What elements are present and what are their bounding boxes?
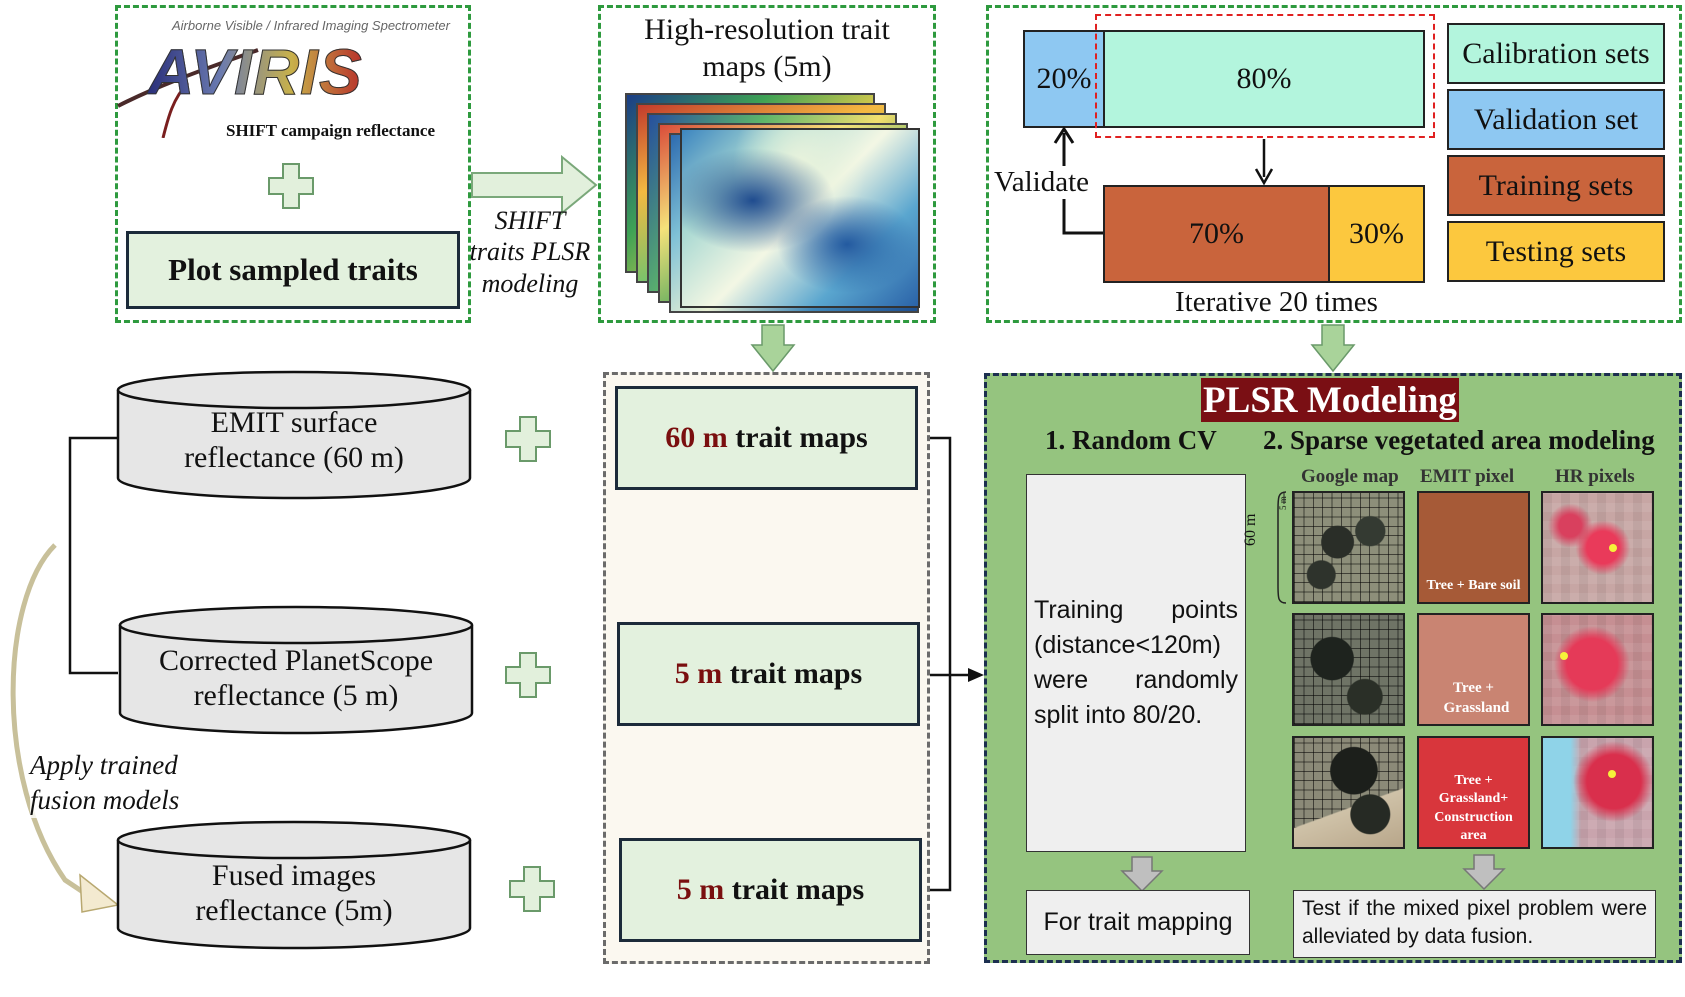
- down-arrow-icon: [750, 324, 796, 373]
- trait-res: 5 m: [676, 873, 725, 906]
- sparse-heading: 2. Sparse vegetated area modeling: [1263, 425, 1655, 455]
- hr-pixel-tile: [1541, 491, 1654, 604]
- plus-icon: [509, 866, 555, 912]
- apply-line2: fusion models: [30, 785, 180, 816]
- emit-pixel-tile: Tree + Bare soil: [1417, 491, 1530, 604]
- emit-line2: reflectance (60 m): [184, 441, 404, 475]
- plsr-arrow-label: SHIFT traits PLSR modeling: [462, 202, 598, 302]
- hr-title-line1: High-resolution trait: [644, 13, 890, 46]
- google-map-tile: [1292, 736, 1405, 849]
- cv-text-box: Training points (distance<120m) were ran…: [1026, 474, 1246, 852]
- down-arrow-icon: [1310, 324, 1356, 373]
- emit-pixel-tile: Tree + Grassland+ Construction area: [1417, 736, 1530, 849]
- test-mixed-pixel-box: Test if the mixed pixel problem were all…: [1293, 890, 1656, 958]
- down-arrow-icon: [1120, 856, 1164, 893]
- data-split-panel: [986, 5, 1682, 323]
- sample-point-icon: [1608, 770, 1616, 778]
- map-top-layer: [680, 128, 920, 308]
- planet-line1: Corrected PlanetScope: [158, 644, 434, 677]
- apply-fusion-label: Apply trained fusion models: [30, 748, 180, 819]
- emit-line1: EMIT surface: [210, 406, 378, 439]
- arrow-label-line1: SHIFT: [494, 206, 566, 236]
- scale-bracket: [1277, 491, 1287, 604]
- sample-point-icon: [1560, 652, 1568, 660]
- map-stack: [620, 90, 920, 313]
- plus-icon: [505, 416, 551, 462]
- validate-label: Validate: [994, 166, 1090, 199]
- calibration-80-box: 80%: [1103, 30, 1425, 128]
- right-arrow-icon: [471, 155, 598, 215]
- aviris-logo-swoosh: [117, 48, 259, 138]
- trait-maps-5m-fused: 5 m trait maps: [619, 838, 922, 942]
- scale-60m: 60 m: [1242, 513, 1259, 546]
- emit-pixel-label: Tree + Grassland: [1443, 680, 1510, 716]
- legend-validation: Validation set: [1447, 89, 1665, 150]
- emit-pixel-label: Tree + Bare soil: [1426, 578, 1521, 593]
- col-header-hr: HR pixels: [1555, 466, 1635, 487]
- fused-label: Fused images reflectance (5m): [118, 858, 470, 929]
- sample-point-icon: [1609, 544, 1617, 552]
- cv-text: Training points (distance<120m) were ran…: [1034, 596, 1238, 729]
- plus-icon: [268, 163, 314, 209]
- arrow-label-line3: modeling: [481, 268, 579, 298]
- arrow-label-line2: traits PLSR: [469, 237, 591, 267]
- testing-30-box: 30%: [1328, 185, 1425, 283]
- trait-maps-5m-planet: 5 m trait maps: [617, 622, 920, 726]
- legend-calibration: Calibration sets: [1447, 23, 1665, 84]
- plus-icon: [505, 652, 551, 698]
- plot-sampled-traits-box: Plot sampled traits: [126, 231, 460, 309]
- trait-maps-60m: 60 m trait maps: [615, 386, 918, 490]
- fused-cylinder: [116, 820, 472, 950]
- hr-pixel-tile: [1541, 736, 1654, 849]
- trait-res: 60 m: [665, 421, 728, 454]
- plsr-title: PLSR Modeling: [1201, 378, 1459, 422]
- legend-training: Training sets: [1447, 155, 1665, 216]
- down-arrow-icon: [1462, 854, 1506, 891]
- apply-line1: Apply trained: [30, 750, 178, 780]
- planetscope-label: Corrected PlanetScope reflectance (5 m): [120, 643, 472, 714]
- aviris-logo: AVIRIS: [148, 36, 363, 109]
- hr-pixel-tile: [1541, 613, 1654, 726]
- iterative-label: Iterative 20 times: [1175, 286, 1378, 318]
- emit-pixel-tile: Tree + Grassland: [1417, 613, 1530, 726]
- planetscope-cylinder: [118, 605, 474, 735]
- emit-cylinder: [116, 370, 472, 500]
- aviris-panel: [115, 5, 471, 323]
- hr-maps-panel: [598, 5, 936, 323]
- trait-rest: trait maps: [724, 873, 865, 906]
- google-map-tile: [1292, 613, 1405, 726]
- trait-rest: trait maps: [727, 421, 868, 454]
- hr-title-line2: maps (5m): [702, 49, 832, 83]
- aviris-tagline: Airborne Visible / Infrared Imaging Spec…: [172, 18, 450, 33]
- trait-mapping-box: For trait mapping: [1026, 890, 1250, 955]
- fused-line1: Fused images: [211, 859, 377, 892]
- legend-testing: Testing sets: [1447, 221, 1665, 282]
- trait-rest: trait maps: [722, 657, 863, 690]
- cv-heading: 1. Random CV: [1045, 425, 1217, 455]
- planet-line2: reflectance (5 m): [193, 679, 399, 713]
- col-header-emit: EMIT pixel: [1420, 466, 1515, 487]
- validation-20-box: 20%: [1023, 30, 1105, 128]
- aviris-caption: SHIFT campaign reflectance: [226, 121, 436, 140]
- google-map-tile: [1292, 491, 1405, 604]
- hr-maps-title: High-resolution trait maps (5m): [600, 12, 934, 85]
- emit-pixel-label: Tree + Grassland+ Construction area: [1434, 773, 1513, 843]
- fused-line2: reflectance (5m): [195, 894, 393, 928]
- trait-res: 5 m: [674, 657, 723, 690]
- emit-label: EMIT surface reflectance (60 m): [118, 405, 470, 476]
- calibration-highlight-frame: [1095, 14, 1435, 138]
- col-header-google: Google map: [1301, 466, 1399, 487]
